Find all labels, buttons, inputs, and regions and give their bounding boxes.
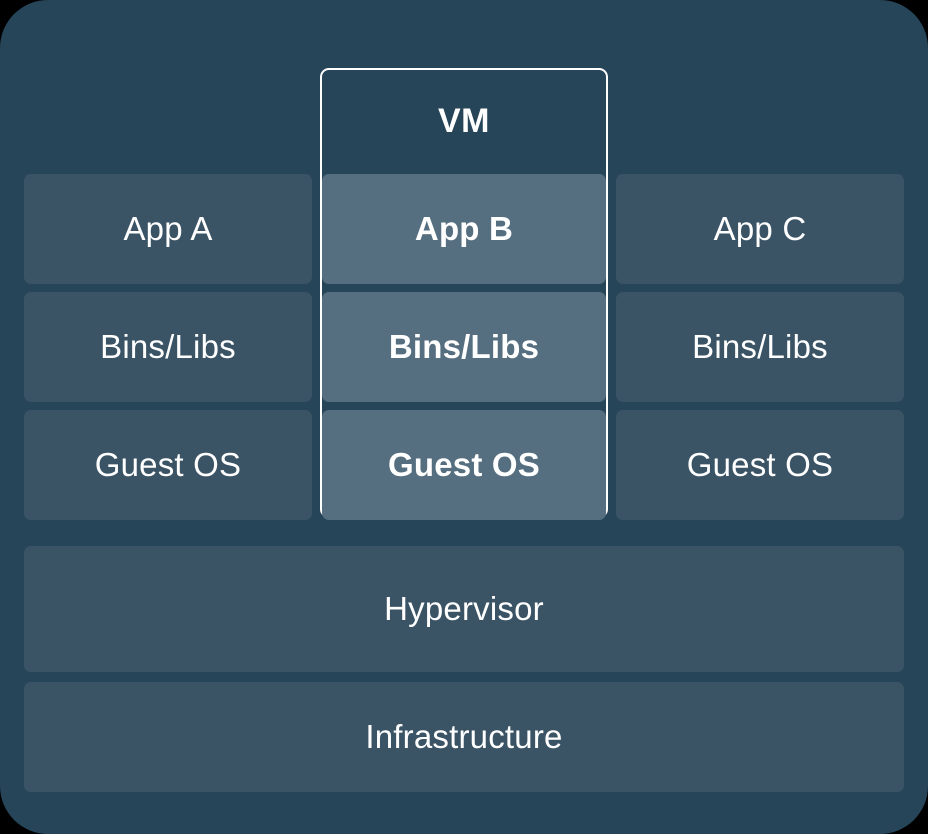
cell-app-a[interactable]: App A xyxy=(24,174,312,284)
cell-guest-os-left[interactable]: Guest OS xyxy=(24,410,312,520)
cell-bins-libs-center[interactable]: Bins/Libs xyxy=(322,292,606,402)
cell-hypervisor[interactable]: Hypervisor xyxy=(24,546,904,672)
cell-bins-libs-right[interactable]: Bins/Libs xyxy=(616,292,904,402)
cell-bins-libs-left[interactable]: Bins/Libs xyxy=(24,292,312,402)
cell-app-b[interactable]: App B xyxy=(322,174,606,284)
cell-guest-os-right[interactable]: Guest OS xyxy=(616,410,904,520)
vm-label: VM xyxy=(438,101,490,140)
cell-guest-os-center[interactable]: Guest OS xyxy=(322,410,606,520)
cell-app-c[interactable]: App C xyxy=(616,174,904,284)
cell-infrastructure[interactable]: Infrastructure xyxy=(24,682,904,792)
